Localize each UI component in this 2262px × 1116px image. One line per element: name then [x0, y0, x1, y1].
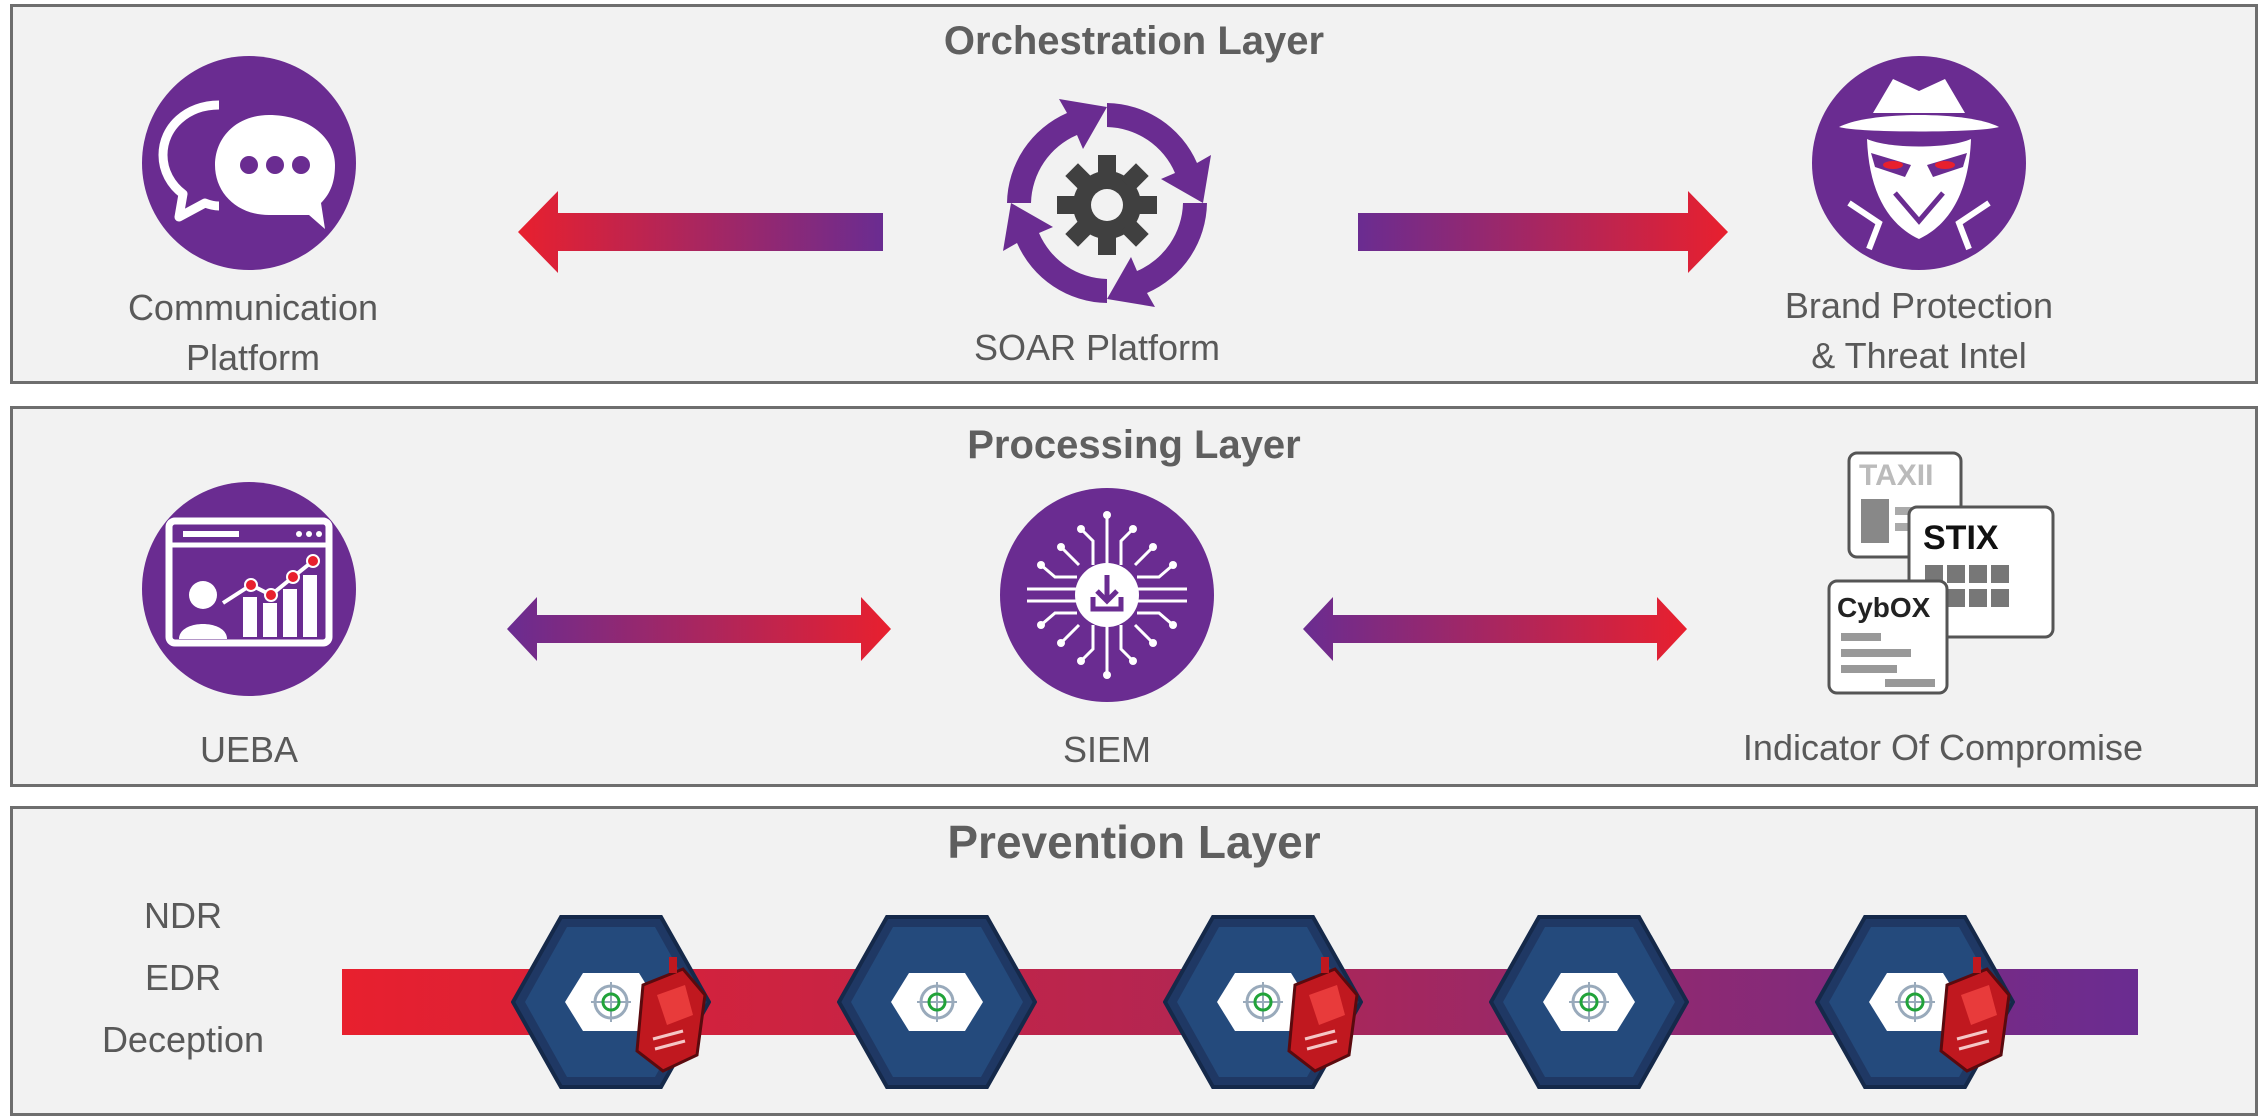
analytics-dashboard-icon	[142, 482, 356, 696]
processing-layer-panel: Processing Layer UEBA	[10, 406, 2258, 787]
cybox-logo-text: CybOX	[1837, 592, 1931, 623]
communication-platform-label: Communication Platform	[127, 287, 379, 378]
siem-label: SIEM	[1062, 729, 1151, 770]
soar-platform-label: SOAR Platform	[973, 327, 1221, 368]
red-threat-icon	[1939, 957, 2011, 1073]
sensor-hexagon-icon	[837, 915, 1037, 1089]
stix-logo-text: STIX	[1923, 519, 1999, 557]
left-double-arrow	[507, 597, 891, 661]
orchestration-layer-panel: Orchestration Layer Communication Platfo…	[10, 4, 2258, 384]
prevention-layer-title: Prevention Layer	[947, 816, 1321, 868]
right-double-arrow	[1303, 597, 1687, 661]
ndr-label: NDR	[144, 895, 222, 936]
hacker-icon	[1812, 56, 2026, 270]
sensor-hexagon-icon	[1163, 915, 1363, 1089]
ioc-label: Indicator Of Compromise	[1742, 727, 2144, 768]
chat-bubbles-icon	[142, 56, 356, 270]
brand-protection-label: Brand Protection & Threat Intel	[1784, 285, 2054, 376]
deception-label: Deception	[101, 1019, 265, 1060]
prevention-items-list: NDR EDR Deception	[73, 885, 293, 1071]
taxii-logo-text: TAXII	[1859, 459, 1933, 492]
orchestration-layer-title: Orchestration Layer	[943, 19, 1325, 63]
circuit-download-icon	[1000, 488, 1214, 702]
edr-label: EDR	[144, 957, 221, 998]
sensor-hexagon-icon	[1489, 915, 1689, 1089]
left-arrow	[518, 191, 883, 273]
red-threat-icon	[635, 957, 707, 1073]
red-threat-icon	[1287, 957, 1359, 1073]
right-arrow	[1358, 191, 1728, 273]
processing-layer-title: Processing Layer	[967, 423, 1301, 467]
ueba-label: UEBA	[199, 729, 299, 770]
gear-cycle-icon	[1003, 99, 1211, 307]
prevention-layer-panel: Prevention Layer NDR EDR Deception	[10, 806, 2258, 1116]
taxii-stix-cybox-icon: TAXII STIX CybOX	[1827, 451, 2055, 695]
